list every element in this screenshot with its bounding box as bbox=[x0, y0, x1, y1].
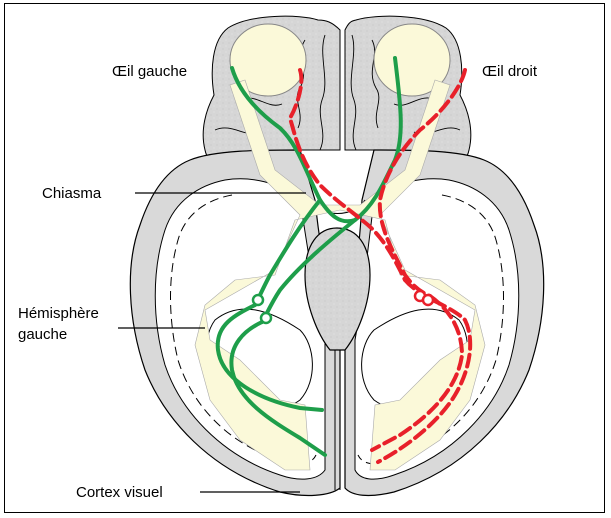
hemisphere-label-line2: gauche bbox=[18, 325, 67, 344]
chiasma-label: Chiasma bbox=[42, 184, 101, 203]
right-eye-label: Œil droit bbox=[482, 62, 537, 81]
visual-cortex-label: Cortex visuel bbox=[76, 483, 163, 502]
left-lgn-synapse-lower bbox=[261, 313, 271, 323]
right-lgn-synapse-lower bbox=[423, 295, 433, 305]
left-lgn-synapse-upper bbox=[253, 295, 263, 305]
hemisphere-label-line1: Hémisphère bbox=[18, 304, 99, 323]
left-eye-label: Œil gauche bbox=[112, 62, 187, 81]
